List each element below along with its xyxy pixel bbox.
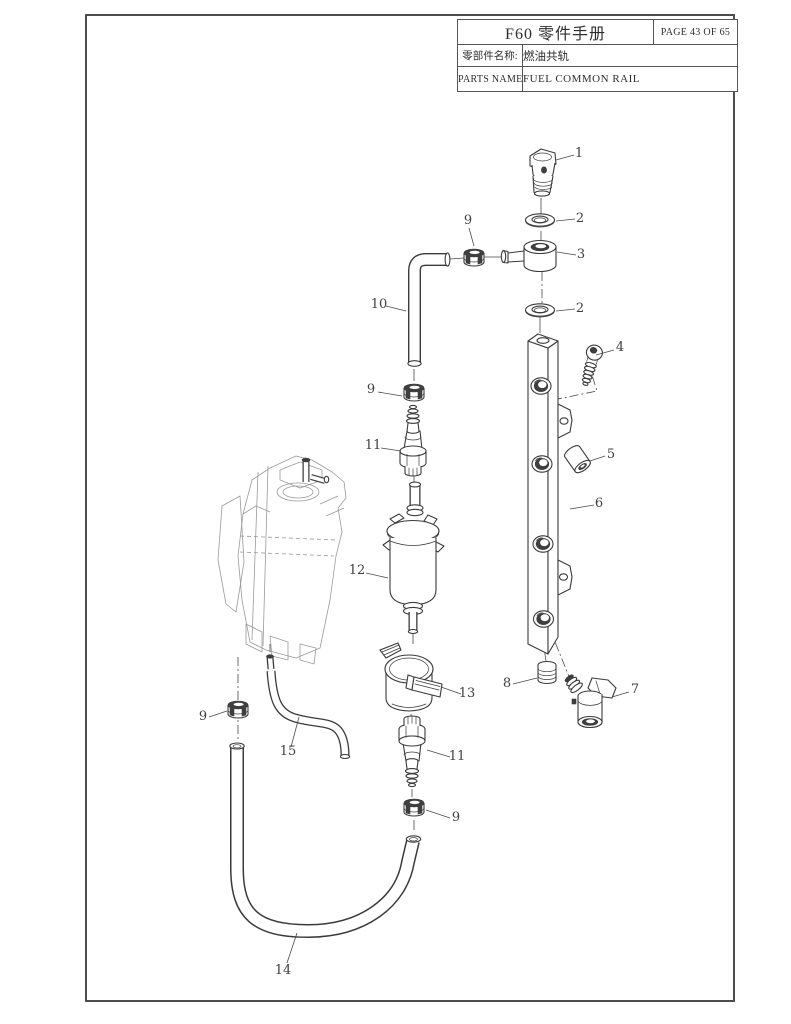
part-6-fuel-rail bbox=[527, 333, 573, 655]
part-1-banjo-bolt bbox=[529, 148, 557, 197]
callout-number-10: 10 bbox=[371, 297, 388, 312]
part-14-fuel-hose-long bbox=[229, 742, 422, 939]
callout-number-3: 3 bbox=[577, 247, 585, 262]
callout-number-8: 8 bbox=[503, 676, 511, 691]
page-number: PAGE 43 OF 65 bbox=[653, 19, 738, 45]
part-10-l-pipe bbox=[407, 252, 451, 367]
part-2-washer-lower bbox=[524, 303, 556, 318]
callout-number-9: 9 bbox=[464, 213, 472, 228]
part-5-bushing bbox=[563, 445, 591, 474]
part-7-elbow-joint bbox=[564, 674, 617, 729]
callout-number-11: 11 bbox=[365, 438, 382, 453]
part-name-label-cn: 零部件名称: bbox=[457, 44, 523, 67]
callout-leader-4 bbox=[595, 349, 615, 356]
callout-leader-9 bbox=[377, 391, 403, 397]
part-3-banjo-fitting bbox=[500, 239, 557, 273]
callout-number-14: 14 bbox=[275, 963, 292, 978]
part-4-screw bbox=[581, 344, 603, 386]
part-9-clamp-c bbox=[403, 798, 425, 817]
part-9-clamp-b bbox=[403, 383, 425, 402]
callout-leader-15 bbox=[290, 716, 300, 748]
callout-leader-2 bbox=[555, 308, 576, 312]
callout-leader-1 bbox=[555, 154, 575, 161]
callout-number-13: 13 bbox=[459, 686, 476, 701]
callout-number-5: 5 bbox=[607, 447, 615, 462]
part-13-filter-holder bbox=[379, 642, 443, 712]
callout-leader-9 bbox=[425, 809, 451, 819]
callout-number-9: 9 bbox=[452, 810, 460, 825]
callout-number-9: 9 bbox=[199, 709, 207, 724]
callout-number-9: 9 bbox=[367, 382, 375, 397]
part-11-joint-lower bbox=[398, 715, 426, 788]
callout-leader-8 bbox=[512, 677, 538, 685]
callout-leader-3 bbox=[556, 251, 577, 256]
part-8-plug bbox=[537, 660, 557, 685]
part-9-clamp-d bbox=[227, 700, 249, 719]
callout-number-6: 6 bbox=[595, 496, 603, 511]
engine-outlet-pipe bbox=[301, 457, 330, 484]
callout-leader-2 bbox=[555, 218, 576, 222]
callout-leader-13 bbox=[440, 686, 462, 695]
callout-leader-9 bbox=[208, 710, 228, 718]
engine-reference-outline bbox=[217, 455, 347, 665]
part-2-washer-upper bbox=[524, 213, 556, 228]
part-15-fuel-hose-short bbox=[266, 654, 351, 760]
callout-leader-5 bbox=[589, 455, 606, 462]
callout-leader-11 bbox=[426, 749, 451, 758]
callout-leader-10 bbox=[385, 305, 407, 312]
callout-leader-7 bbox=[611, 691, 630, 698]
callout-leader-11 bbox=[380, 447, 402, 452]
callout-number-2: 2 bbox=[576, 301, 584, 316]
centerlines bbox=[237, 198, 598, 830]
callout-leader-6 bbox=[569, 504, 595, 510]
callout-number-7: 7 bbox=[631, 682, 639, 697]
part-9-clamp-a bbox=[463, 248, 485, 267]
callout-leader-9 bbox=[468, 227, 475, 247]
title-block: F60 零件手册 PAGE 43 OF 65 零部件名称: 燃油共轨 PARTS… bbox=[457, 19, 738, 92]
part-12-fuel-filter bbox=[382, 481, 445, 635]
callout-number-1: 1 bbox=[575, 146, 583, 161]
callout-number-12: 12 bbox=[349, 563, 366, 578]
callout-leader-12 bbox=[365, 572, 389, 579]
callout-leader-14 bbox=[286, 932, 298, 964]
part-name-value-cn: 燃油共轨 bbox=[522, 44, 738, 67]
callout-number-4: 4 bbox=[616, 340, 624, 355]
part-11-joint-upper bbox=[399, 404, 427, 477]
callout-number-2: 2 bbox=[576, 211, 584, 226]
callout-number-11: 11 bbox=[449, 749, 466, 764]
part-name-value-en: FUEL COMMON RAIL bbox=[522, 66, 738, 92]
callout-number-15: 15 bbox=[280, 744, 297, 759]
